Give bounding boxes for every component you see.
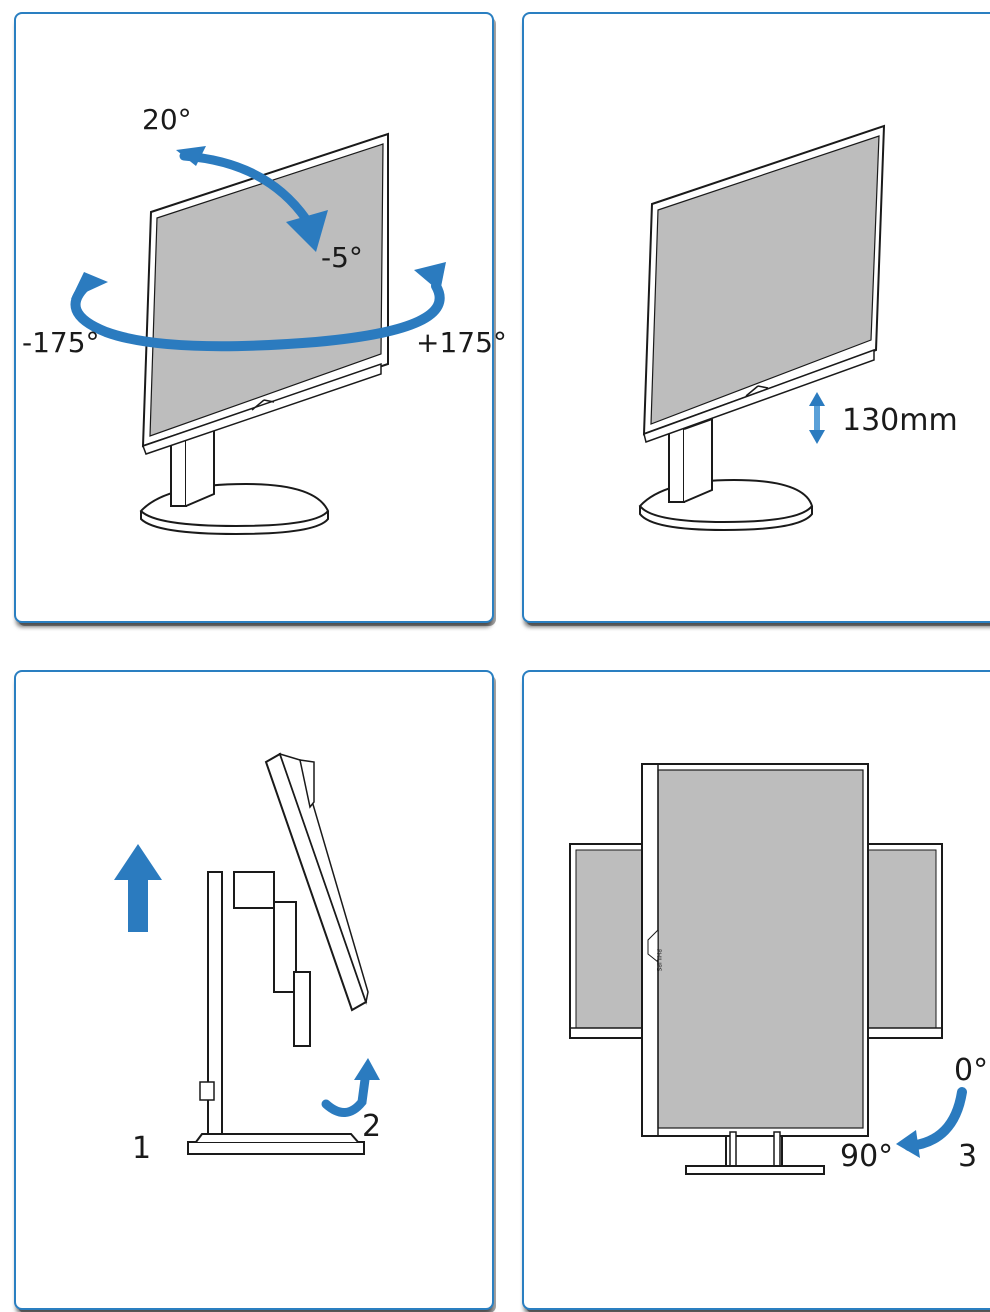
pivot-rotation-panel: PHILIPS 0° 90° 3 bbox=[522, 670, 990, 1310]
swivel-left-label: -175° bbox=[22, 326, 100, 359]
step-two-label: 2 bbox=[362, 1109, 382, 1144]
monitor-height-illustration bbox=[638, 124, 886, 532]
monitor-pivot-illustration bbox=[569, 763, 967, 1175]
swivel-tilt-panel: 20° -5° -175° +175° bbox=[14, 12, 507, 623]
landscape-angle-label: 0° bbox=[954, 1053, 989, 1088]
monitor-side-view-illustration bbox=[114, 752, 380, 1155]
height-range-label: 130mm bbox=[842, 403, 958, 438]
step-one-label: 1 bbox=[132, 1131, 152, 1166]
pivot-steps-panel: 1 2 bbox=[14, 670, 494, 1310]
swivel-right-label: +175° bbox=[416, 326, 507, 359]
height-adjust-panel: 130mm bbox=[522, 12, 990, 623]
step-three-label: 3 bbox=[958, 1139, 978, 1174]
portrait-angle-label: 90° bbox=[840, 1139, 894, 1174]
philips-logo: PHILIPS bbox=[655, 949, 662, 972]
tilt-down-label: -5° bbox=[321, 241, 363, 274]
tilt-up-label: 20° bbox=[142, 103, 192, 136]
monitor-tilt-swivel-illustration bbox=[70, 132, 446, 536]
